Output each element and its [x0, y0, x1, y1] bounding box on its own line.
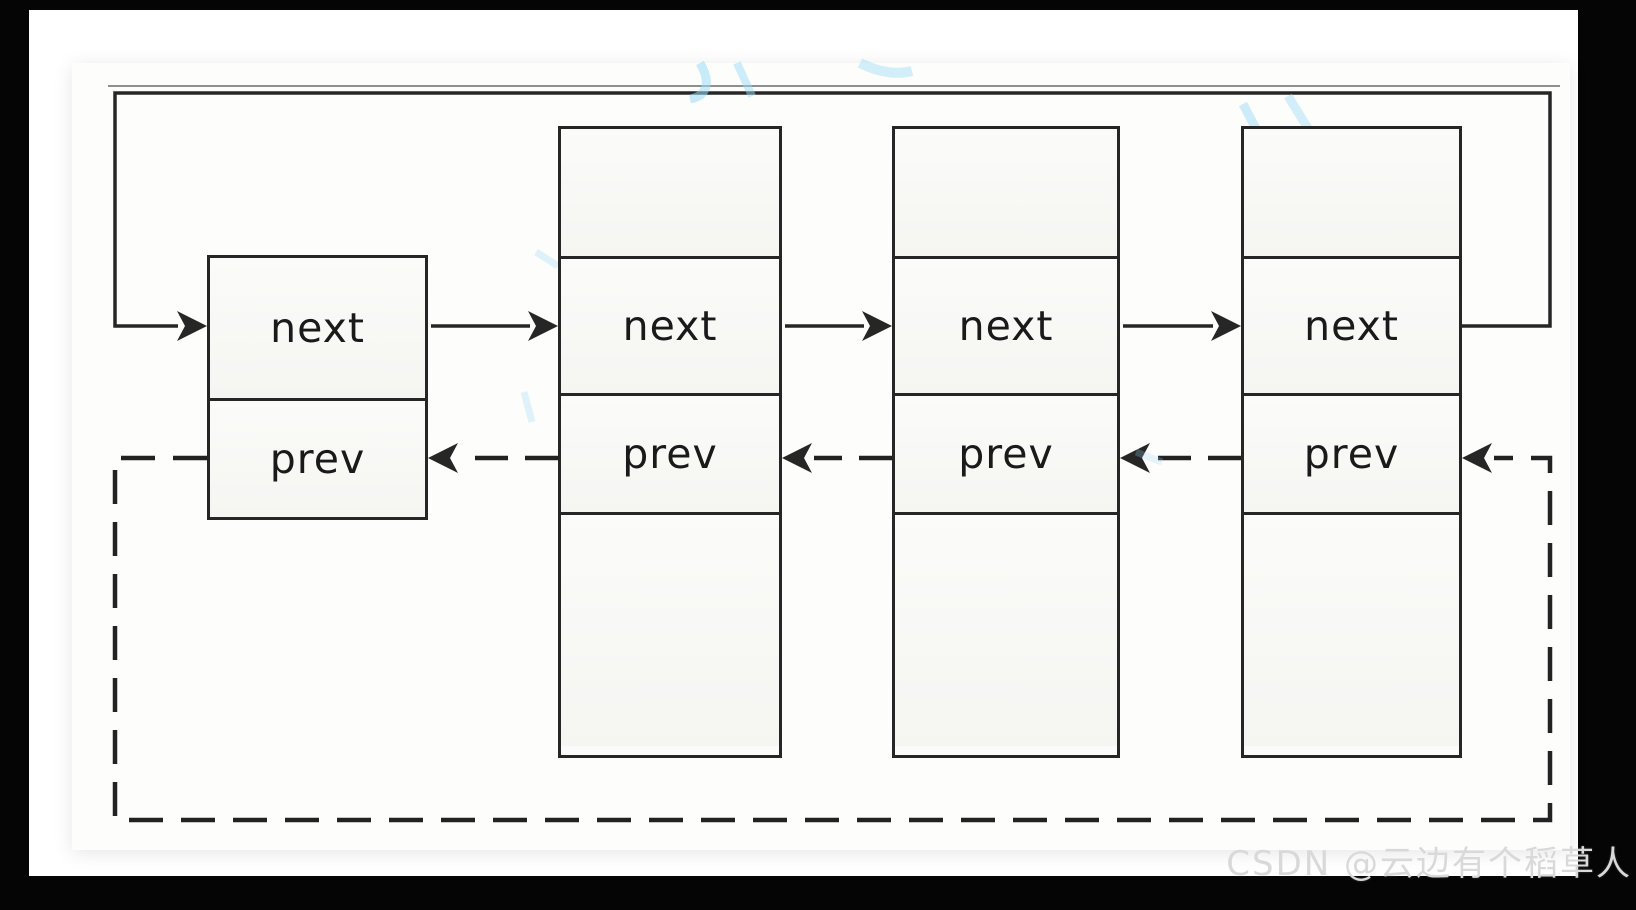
node-4-next-cell: next	[1244, 256, 1459, 393]
node-4-prev-label: prev	[1303, 429, 1400, 478]
node-2-prev-label: prev	[622, 429, 718, 478]
node-3-next-label: next	[958, 301, 1054, 350]
node-2-next-label: next	[622, 301, 718, 350]
node-4-extra-cell	[1244, 512, 1459, 746]
node-3-data-cell	[895, 129, 1117, 256]
node-1-next-label: next	[270, 303, 365, 352]
csdn-watermark: CSDN @云边有个稻草人	[1226, 844, 1632, 884]
node-4-next-label: next	[1304, 301, 1399, 350]
node-4-data-cell	[1244, 129, 1459, 256]
node-3-next-cell: next	[895, 256, 1117, 393]
node-2-prev-cell: prev	[561, 393, 779, 512]
node-2-data-cell	[561, 129, 779, 256]
node-4-prev-cell: prev	[1244, 393, 1459, 512]
node-3-extra-cell	[895, 512, 1117, 746]
node-1-prev-cell: prev	[210, 398, 425, 517]
list-node-1: next prev	[207, 255, 428, 520]
node-2-extra-cell	[561, 512, 779, 746]
node-3-prev-label: prev	[958, 429, 1054, 478]
list-node-4: next prev	[1241, 126, 1462, 758]
list-node-3: next prev	[892, 126, 1120, 758]
node-1-next-cell: next	[210, 258, 425, 398]
node-2-next-cell: next	[561, 256, 779, 393]
node-1-prev-label: prev	[269, 434, 366, 483]
list-node-2: next prev	[558, 126, 782, 758]
node-3-prev-cell: prev	[895, 393, 1117, 512]
